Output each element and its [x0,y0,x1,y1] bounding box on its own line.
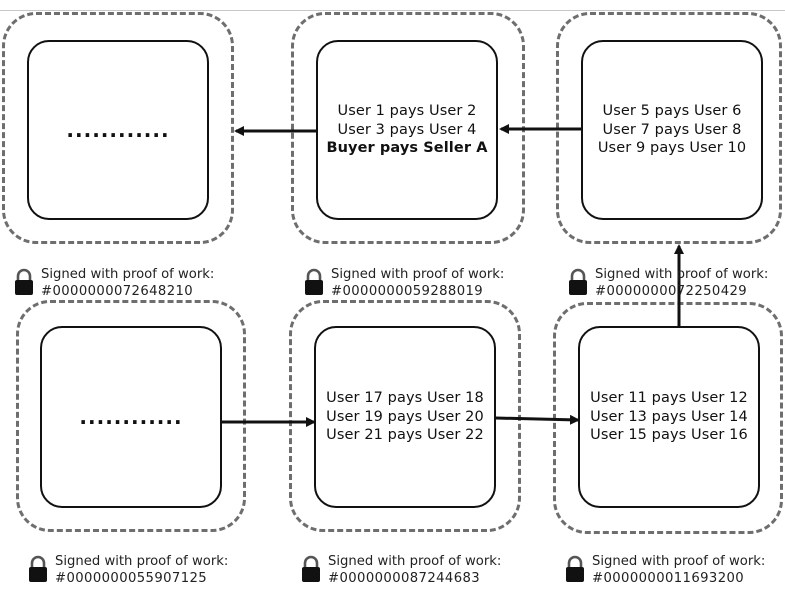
block-bottom-left: ............ [40,326,222,508]
signature-top-right: Signed with proof of work: #000000007225… [567,266,768,300]
tx-line: User 15 pays User 16 [590,427,748,444]
signature-label: Signed with proof of work: [592,554,766,569]
tx-line: User 19 pays User 20 [326,408,484,425]
signature-top-middle: Signed with proof of work: #000000005928… [303,266,504,300]
signature-label: Signed with proof of work: [328,554,502,569]
block-hash: #0000000055907125 [55,571,208,586]
tx-line: User 13 pays User 14 [590,408,748,425]
tx-line: User 7 pays User 8 [602,121,742,138]
signature-label: Signed with proof of work: [41,267,215,282]
tx-line: User 1 pays User 2 [337,103,477,120]
block-hash: #0000000072648210 [41,284,194,299]
tx-line: User 21 pays User 22 [326,427,484,444]
signature-bottom-left: Signed with proof of work: #000000005590… [27,553,228,587]
signature-bottom-middle: Signed with proof of work: #000000008724… [300,553,501,587]
block-hash: #0000000059288019 [331,284,484,299]
lock-icon [302,555,320,582]
signature-label: Signed with proof of work: [55,554,229,569]
tx-line: User 11 pays User 12 [590,390,748,407]
lock-icon [569,268,587,295]
block-hash: #0000000072250429 [595,284,748,299]
block-bottom-right: User 11 pays User 12 User 13 pays User 1… [578,326,760,508]
tx-line: User 3 pays User 4 [337,121,477,138]
tx-line: User 5 pays User 6 [602,103,742,120]
signature-label: Signed with proof of work: [595,267,769,282]
block-bottom-left-ellipsis: ............ [79,405,183,429]
block-top-left: ............ [27,40,209,220]
block-top-middle: User 1 pays User 2 User 3 pays User 4 Bu… [316,40,498,220]
lock-icon [15,268,33,295]
arrow-right-icon [495,414,580,425]
block-hash: #0000000011693200 [592,571,745,586]
signature-bottom-right: Signed with proof of work: #000000001169… [564,553,765,587]
tx-line: User 17 pays User 18 [326,390,484,407]
block-bottom-middle: User 17 pays User 18 User 19 pays User 2… [314,326,496,508]
signature-label: Signed with proof of work: [331,267,505,282]
block-top-right: User 5 pays User 6 User 7 pays User 8 Us… [581,40,763,220]
lock-icon [305,268,323,295]
signature-top-left: Signed with proof of work: #000000007264… [13,266,214,300]
top-divider [0,10,785,11]
lock-icon [566,555,584,582]
tx-line-highlight: Buyer pays Seller A [326,140,488,157]
block-top-left-ellipsis: ............ [66,118,170,142]
lock-icon [29,555,47,582]
block-hash: #0000000087244683 [328,571,481,586]
tx-line: User 9 pays User 10 [597,140,747,157]
